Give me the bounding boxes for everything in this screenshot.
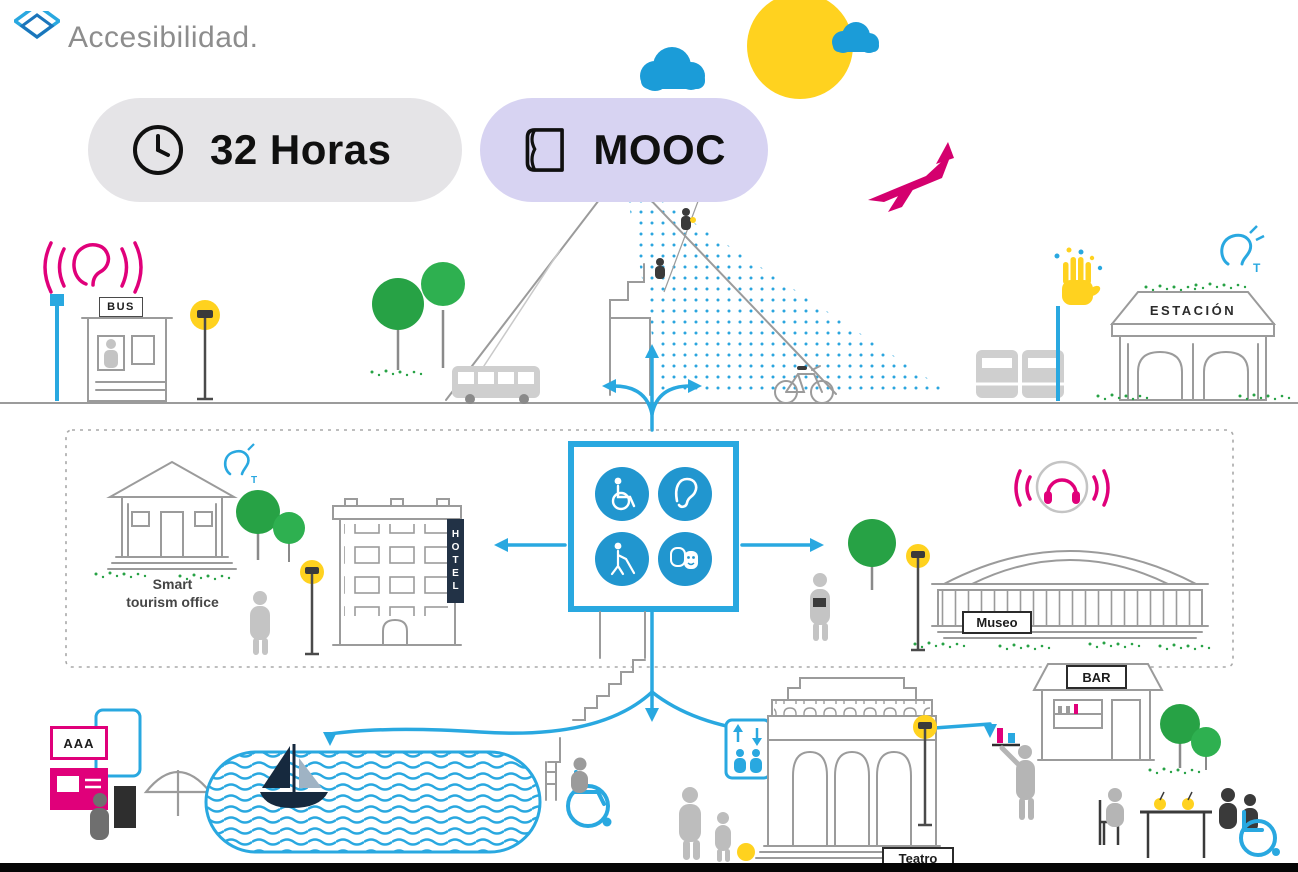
station-building [1096,282,1291,401]
tourist-with-camera [810,573,830,641]
bicycle [774,365,834,404]
elevator-icon [724,718,772,780]
junction-arrows [602,344,702,432]
terrace [1098,788,1280,858]
pedestrian [250,591,270,655]
train [976,350,1064,398]
trees-bar [1148,704,1221,775]
duration-badge: 32 Horas [88,98,462,202]
city-zone-border [65,429,1234,668]
duration-badge-label: 32 Horas [210,126,392,173]
sun [747,0,853,99]
book-icon [525,128,564,172]
hotel-building [332,498,462,646]
induction-loop-t-icon: T [1220,225,1265,275]
wheelchair-icon [611,477,636,511]
induction-loop-t-label: T [251,475,257,486]
waiter [992,728,1035,820]
family [679,787,755,862]
umbrella-icon [143,770,213,816]
street-lamp [190,300,220,401]
logo-text: Accesibilidad. [68,21,259,54]
bus-stop-sign: BUS [99,297,143,317]
tourism-office-label-line1: Smart [152,576,193,592]
airplane-icon [868,142,954,212]
induction-loop-t-label: T [1253,261,1261,275]
tree-museum [848,519,896,590]
swimming-pool [204,744,557,854]
theater-masks-icon [670,547,698,569]
theater-building [755,677,949,859]
street-lamp-2 [300,560,324,656]
induction-loop-t-icon-office: T [223,443,257,486]
pool-lift-wheelchair-icon [547,737,612,828]
accessibility-services-box [568,441,739,612]
logo: Accesibilidad. [14,0,258,62]
bar-sign: BAR [1066,665,1127,689]
blind-cane-icon [610,542,636,576]
tourism-office-label-line2: tourism office [126,593,219,610]
museum-building [913,550,1211,651]
station-sign: ESTACIÓN [1149,302,1237,318]
wheelchair-user [1239,794,1280,857]
pool-ladder [545,761,557,801]
accessible-info-materials [50,708,142,840]
bus-vehicle [452,366,540,404]
sign-language-hand-icon [1054,247,1103,401]
cloud-left [640,47,705,91]
bus-stop [43,241,173,402]
info-kiosk-user [90,786,136,840]
stairs [572,611,646,721]
hotel-sign: HOTEL [447,519,464,603]
museum-sign: Museo [962,611,1032,634]
logo-icon [14,11,60,40]
accessibility-rating-sign: AAA [50,726,108,760]
mooc-badge-label: MOOC [593,126,726,173]
tourism-office [94,460,238,581]
sailboat-icon [260,744,328,808]
cloud-right [832,22,879,53]
trees-roadside [370,262,465,377]
mooc-badge: MOOC [480,98,768,202]
bar-kiosk [1032,663,1164,761]
trees-office [236,490,305,562]
street-lamp-4 [913,715,937,827]
hearing-ear-icon [674,477,698,509]
hearing-loop-icon [43,241,143,294]
bottom-border [0,863,1298,872]
climber [655,208,691,279]
tourism-office-label: Smart tourism office [105,576,240,611]
mountain [445,168,948,401]
street-lamp-3 [906,544,930,652]
clock-icon [133,125,183,175]
audio-guide-headphones-icon [1014,460,1110,514]
